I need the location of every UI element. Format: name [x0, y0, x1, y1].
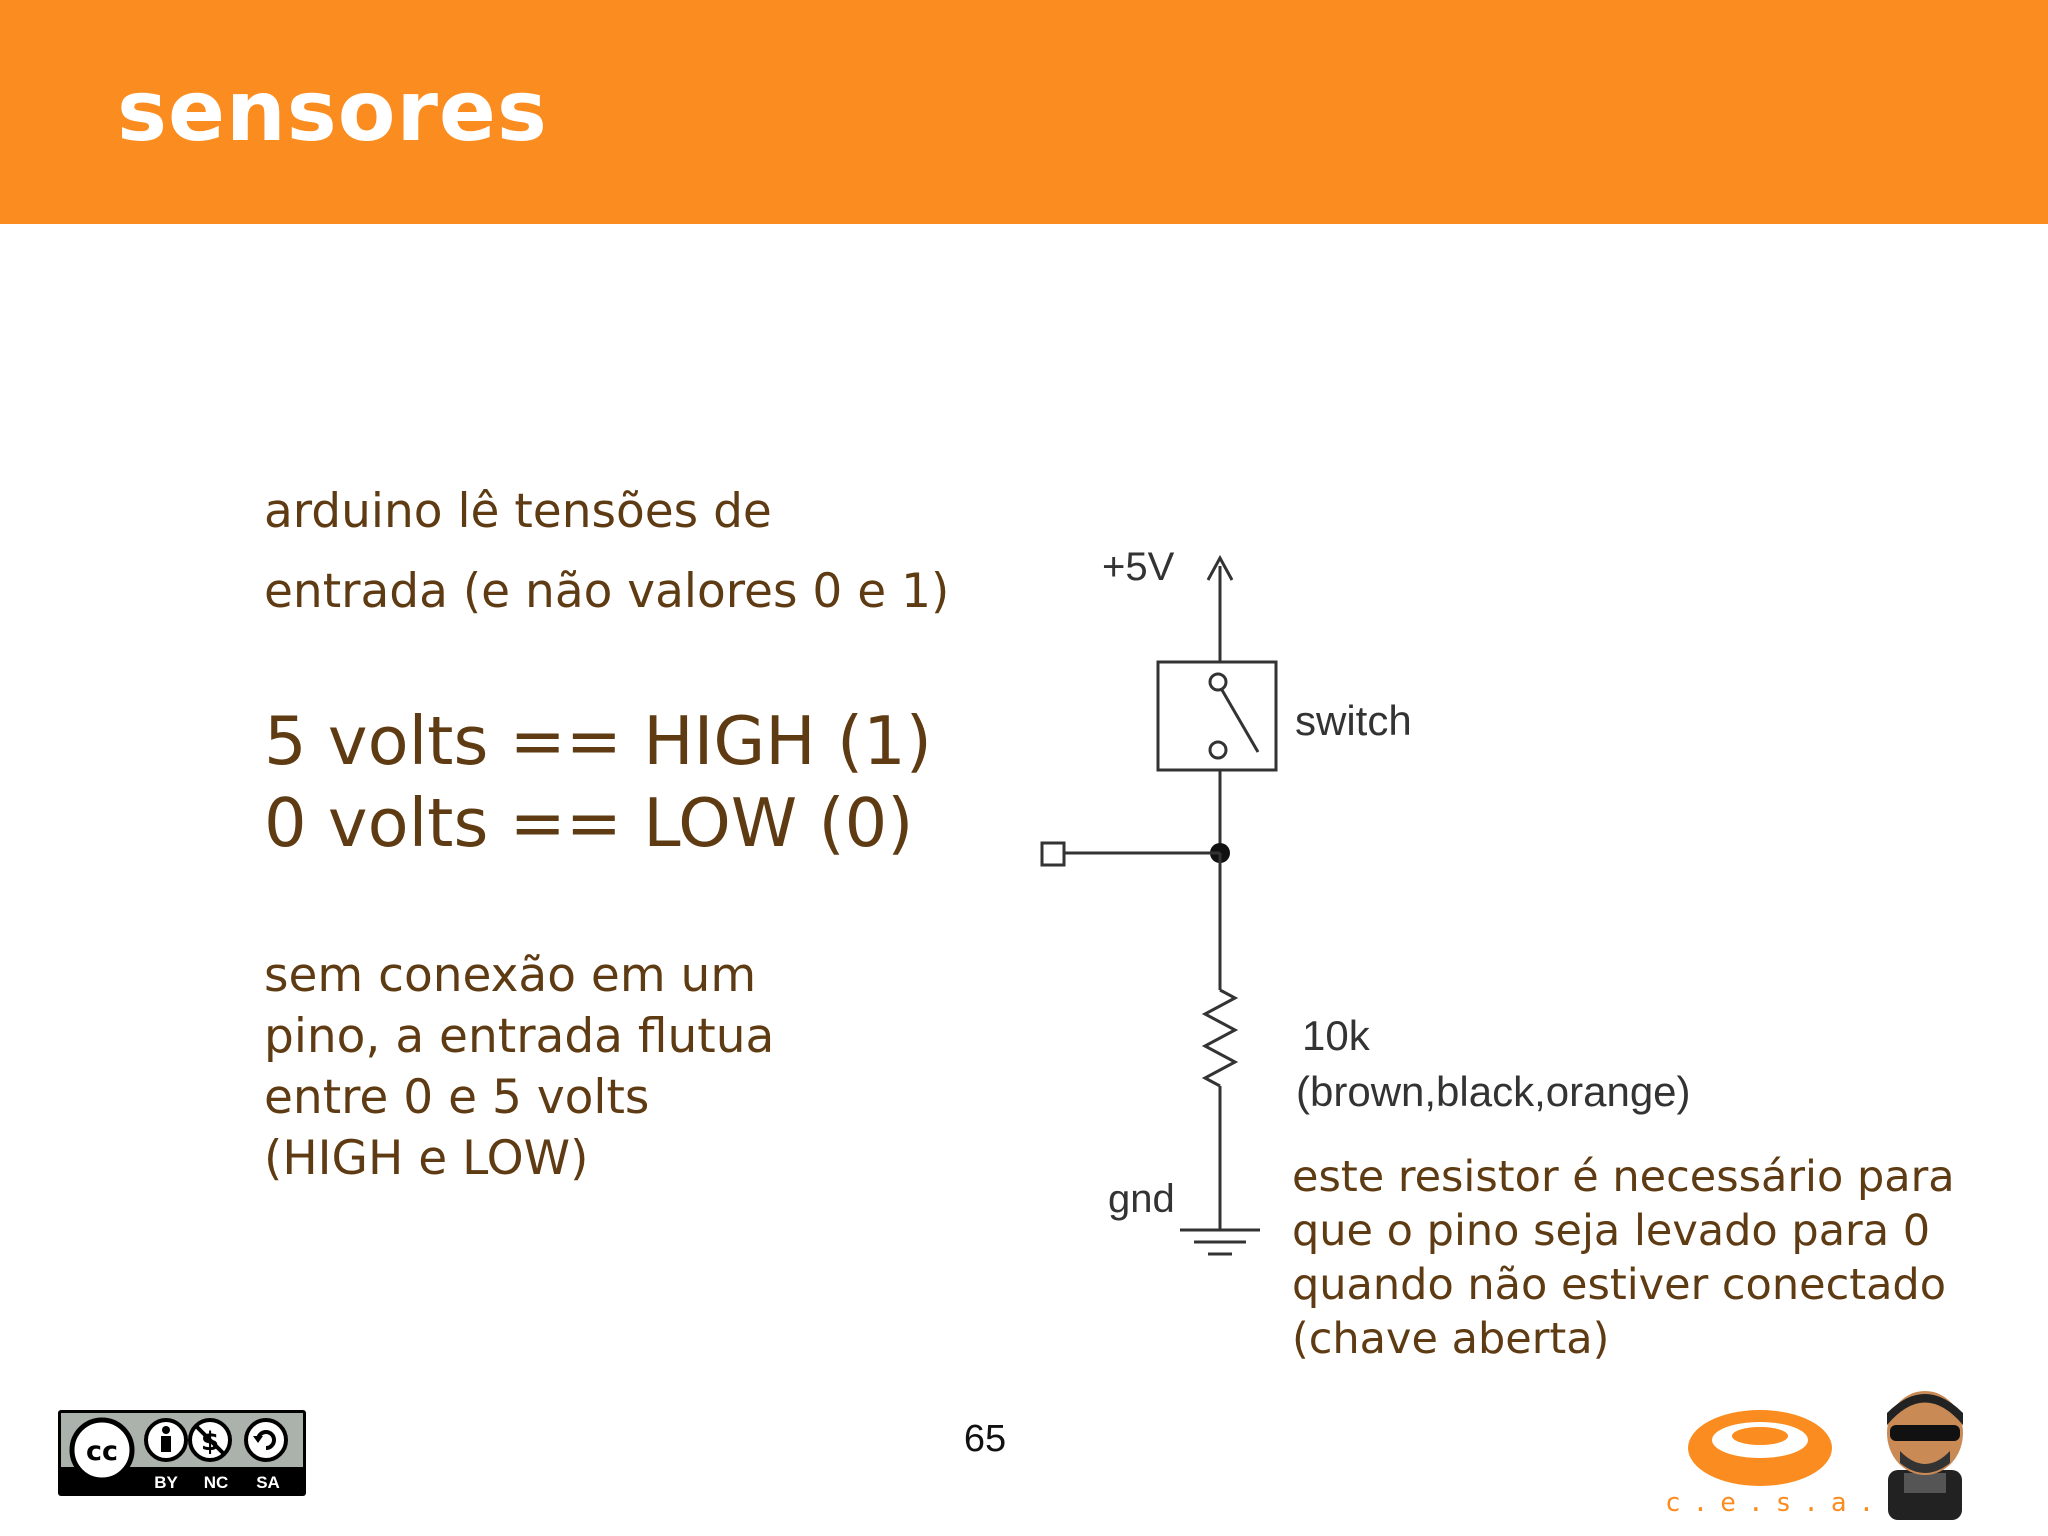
- resistor-note-line: (chave aberta): [1292, 1314, 1610, 1364]
- resistor-note: este resistor é necessário para que o pi…: [1292, 1150, 1955, 1366]
- floating-input-text: sem conexão em um pino, a entrada flutua…: [264, 945, 774, 1189]
- supply-label: +5V: [1102, 545, 1175, 589]
- switch-label: switch: [1295, 697, 1412, 744]
- floating-line: entre 0 e 5 volts: [264, 1070, 650, 1125]
- switch-box: [1156, 660, 1278, 772]
- high-level-line: 5 volts == HIGH (1): [264, 702, 932, 780]
- switch-circuit-schematic: +5V switch 10k (brown,black,orange) gnd: [1040, 545, 1691, 1256]
- by-label: BY: [154, 1473, 178, 1492]
- input-pin-terminal: [1040, 841, 1066, 867]
- resistor-icon: [1201, 988, 1239, 1088]
- sa-label: SA: [256, 1473, 280, 1492]
- floating-line: (HIGH e LOW): [264, 1131, 589, 1186]
- nc-label: NC: [204, 1473, 229, 1492]
- page-number: 65: [963, 1418, 1007, 1460]
- cc-label: cc: [86, 1436, 118, 1467]
- voltage-levels: 5 volts == HIGH (1) 0 volts == LOW (0): [264, 700, 932, 864]
- slide-title: sensores: [117, 62, 548, 160]
- switch-contact: [1208, 740, 1228, 760]
- floating-line: sem conexão em um: [264, 948, 757, 1003]
- intro-line: arduino lê tensões de: [264, 484, 772, 539]
- intro-line: entrada (e não valores 0 e 1): [264, 564, 950, 619]
- resistor-note-line: quando não estiver conectado: [1292, 1260, 1947, 1310]
- resistor-note-line: este resistor é necessário para: [1292, 1152, 1955, 1202]
- cesar-logo-text: c.e.s.a.r: [1665, 1488, 1914, 1518]
- resistor-value-label: 10k: [1302, 1012, 1371, 1059]
- supply-arrow-icon: [1206, 554, 1234, 581]
- switch-contact: [1208, 672, 1228, 692]
- resistor-note-line: que o pino seja levado para 0: [1292, 1206, 1931, 1256]
- mascot-icon: [1887, 1391, 1963, 1520]
- switch-lever: [1220, 689, 1260, 753]
- low-level-line: 0 volts == LOW (0): [264, 784, 914, 862]
- cesar-logo-icon: [1688, 1410, 1832, 1486]
- resistor-color-code: (brown,black,orange): [1296, 1068, 1691, 1115]
- intro-text: arduino lê tensões de entrada (e não val…: [264, 472, 949, 632]
- cc-by-nc-sa-icon: cc $ BY NC SA: [58, 1410, 306, 1496]
- ground-label: gnd: [1108, 1177, 1175, 1221]
- floating-line: pino, a entrada flutua: [264, 1009, 775, 1064]
- title-bar: [0, 0, 2048, 224]
